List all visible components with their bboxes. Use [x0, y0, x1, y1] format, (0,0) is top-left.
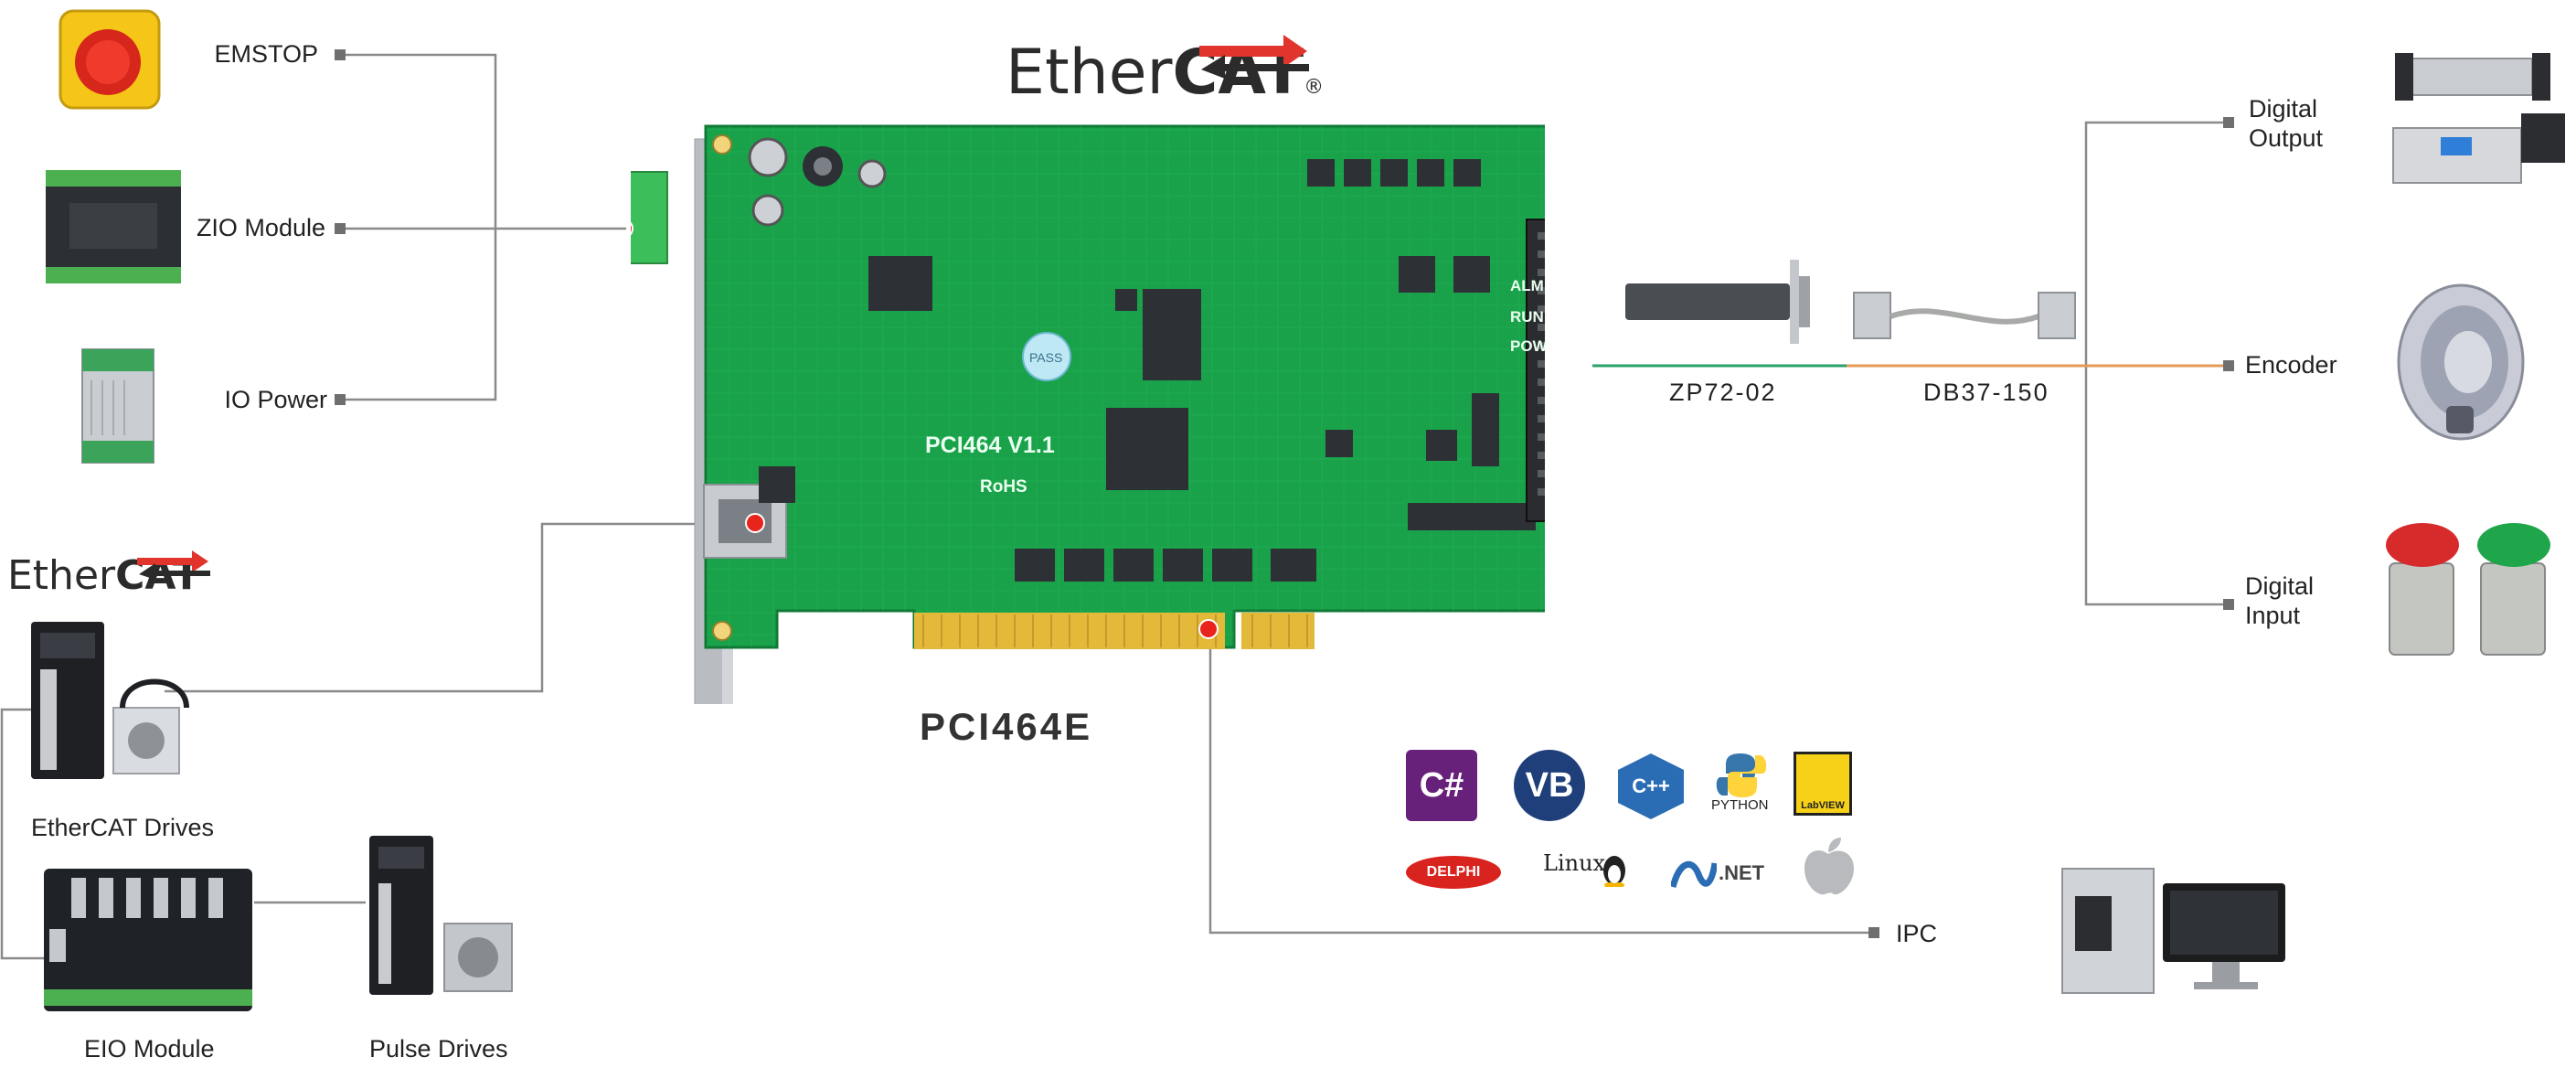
labview-text: LabVIEW	[1801, 800, 1845, 811]
ethercat-small-arrows-icon	[137, 550, 210, 580]
encoder-label: Encoder	[2245, 351, 2337, 379]
delphi-text: DELPHI	[1426, 864, 1481, 880]
python-label: PYTHON	[1711, 797, 1769, 813]
led-run-label: RUN	[1510, 308, 1544, 326]
led-alm-label: ALM	[1510, 277, 1544, 294]
io-power-icon	[81, 348, 154, 464]
digital-input-label-line2: Input	[2245, 602, 2301, 629]
ipc-label: IPC	[1896, 920, 1938, 947]
eio-module-label: EIO Module	[84, 1035, 215, 1063]
delphi-logo: DELPHI	[1406, 856, 1501, 889]
led-pow-label: POW	[1510, 337, 1548, 355]
dotnet-logo: .NET	[1671, 856, 1766, 892]
board-pass-label: PASS	[1029, 350, 1063, 365]
io-power-label: IO Power	[224, 386, 327, 413]
csharp-logo: C#	[1406, 750, 1477, 821]
eio-module-icon	[44, 869, 252, 1011]
pulse-drives-label: Pulse Drives	[369, 1035, 508, 1063]
db37-cable-label: DB37-150	[1923, 379, 2049, 406]
cpp-text: C++	[1632, 774, 1670, 797]
push-buttons-icon	[2386, 523, 2550, 656]
cpp-logo: C++	[1618, 753, 1684, 819]
pci464-board	[631, 124, 1545, 704]
board-model-label: PCI464 V1.1	[925, 433, 1055, 458]
csharp-text: C#	[1419, 765, 1464, 805]
emstop-label: EMSTOP	[214, 40, 318, 68]
zp72-cable-label: ZP72-02	[1669, 379, 1777, 406]
emergency-stop-icon	[59, 9, 161, 110]
tux-icon	[1603, 856, 1625, 887]
dotnet-text: .NET	[1719, 861, 1765, 884]
solenoid-valve-icon	[2392, 53, 2565, 184]
ethercat-drives-label: EtherCAT Drives	[31, 814, 215, 841]
apple-icon	[1804, 838, 1854, 895]
board-rohs-label: RoHS	[980, 477, 1027, 497]
board-caption: PCI464E	[920, 705, 1093, 748]
labview-logo: LabVIEW	[1794, 752, 1852, 816]
zp72-cable-icon	[1625, 260, 1810, 344]
vb-text: VB	[1525, 765, 1574, 805]
linux-text: Linux	[1543, 850, 1606, 876]
db37-cable-icon	[1853, 292, 2076, 339]
pulse-drive-icon	[369, 836, 513, 995]
digital-input-label-line1: Digital	[2245, 572, 2315, 600]
ipc-computer-icon	[2061, 868, 2285, 994]
digital-output-label-line1: Digital	[2249, 95, 2318, 123]
dotnet-wave-icon	[1671, 860, 1717, 889]
ethercat-arrows-icon	[1199, 35, 1309, 79]
handwheel-encoder-icon	[2397, 283, 2525, 441]
zio-module-icon	[46, 170, 181, 283]
digital-output-label-line2: Output	[2249, 124, 2324, 152]
vb-logo: VB	[1514, 750, 1585, 821]
linux-logo: Linux	[1543, 850, 1625, 891]
python-icon	[1716, 753, 1766, 797]
ethercat-drive-icon	[31, 622, 189, 779]
zio-module-label: ZIO Module	[196, 214, 325, 241]
